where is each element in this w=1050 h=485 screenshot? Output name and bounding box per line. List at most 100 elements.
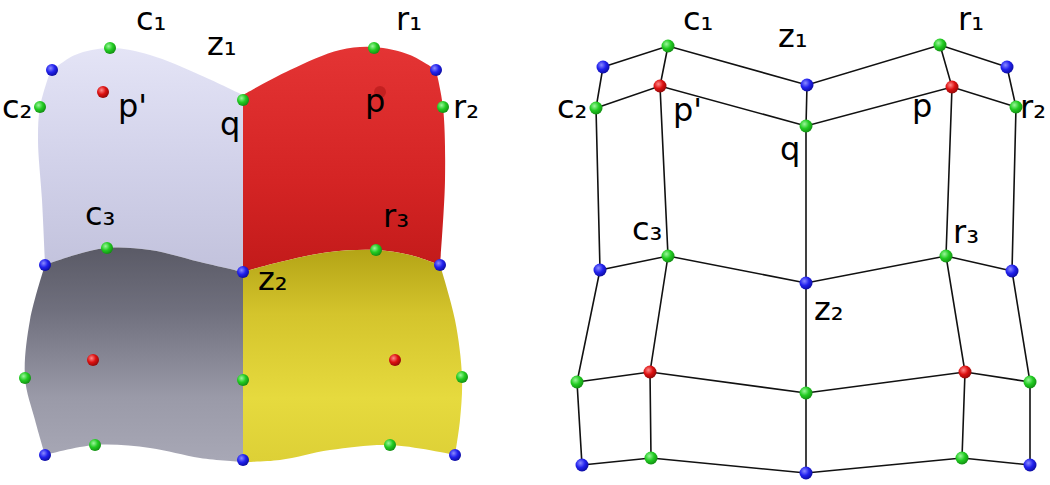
control-point bbox=[39, 449, 51, 461]
control-point bbox=[237, 454, 249, 466]
point-label: q bbox=[780, 133, 800, 165]
point-label-anchor: q bbox=[780, 133, 800, 165]
point-label: p bbox=[365, 85, 385, 117]
control-mesh bbox=[577, 45, 1030, 473]
control-point bbox=[801, 79, 814, 92]
control-point bbox=[644, 366, 657, 379]
point-label: q bbox=[220, 108, 240, 140]
point-label-anchor: p' bbox=[673, 94, 702, 126]
point-label-anchor: r₂ bbox=[1020, 91, 1046, 123]
control-point bbox=[237, 374, 249, 386]
control-point bbox=[590, 102, 603, 115]
point-label-anchor: c₃ bbox=[632, 213, 662, 245]
surface-patch bbox=[243, 250, 462, 462]
control-point bbox=[946, 81, 959, 94]
point-label: r₁ bbox=[396, 3, 422, 35]
control-point bbox=[576, 459, 589, 472]
control-point bbox=[1024, 459, 1037, 472]
point-label: c₁ bbox=[136, 3, 166, 35]
control-point bbox=[800, 120, 813, 133]
point-label-anchor: z₂ bbox=[814, 293, 844, 325]
point-label-anchor: c₂ bbox=[557, 91, 587, 123]
point-label-anchor: r₁ bbox=[958, 3, 984, 35]
control-point bbox=[370, 244, 382, 256]
point-label: z₂ bbox=[258, 263, 288, 295]
control-point bbox=[959, 366, 972, 379]
point-label-anchor: z₁ bbox=[207, 28, 237, 60]
point-label: r₂ bbox=[1020, 91, 1046, 123]
point-label-anchor: p bbox=[912, 90, 932, 122]
point-label: r₃ bbox=[953, 216, 979, 248]
control-point bbox=[1024, 376, 1037, 389]
control-point bbox=[800, 467, 813, 480]
control-point bbox=[237, 266, 249, 278]
control-point bbox=[654, 80, 667, 93]
control-point bbox=[1006, 265, 1019, 278]
control-point bbox=[956, 452, 969, 465]
point-label-anchor: p' bbox=[118, 90, 147, 122]
control-point bbox=[89, 439, 101, 451]
control-point bbox=[34, 101, 46, 113]
control-point bbox=[389, 354, 401, 366]
control-point bbox=[430, 64, 442, 76]
control-point bbox=[662, 250, 675, 263]
control-point bbox=[19, 372, 31, 384]
control-point bbox=[39, 259, 51, 271]
point-label-anchor: r₂ bbox=[453, 91, 479, 123]
control-point bbox=[800, 277, 813, 290]
control-point bbox=[87, 354, 99, 366]
point-label: c₃ bbox=[85, 198, 115, 230]
control-point bbox=[940, 250, 953, 263]
control-point bbox=[1001, 61, 1014, 74]
point-label-anchor: z₁ bbox=[778, 20, 808, 52]
control-points-3d bbox=[19, 42, 468, 466]
point-label: c₃ bbox=[632, 213, 662, 245]
point-label-anchor: q bbox=[220, 108, 240, 140]
surface-patch bbox=[243, 47, 445, 272]
point-label: p' bbox=[118, 90, 147, 122]
control-point bbox=[434, 259, 446, 271]
point-label: z₁ bbox=[207, 28, 237, 60]
point-label-anchor: c₁ bbox=[683, 3, 713, 35]
point-label: z₂ bbox=[814, 293, 844, 325]
control-point bbox=[101, 242, 113, 254]
control-point bbox=[97, 86, 109, 98]
point-label: p' bbox=[673, 94, 702, 126]
point-label-anchor: r₁ bbox=[396, 3, 422, 35]
control-point bbox=[594, 264, 607, 277]
control-point bbox=[800, 387, 813, 400]
control-point bbox=[437, 101, 449, 113]
point-label-anchor: p bbox=[365, 85, 385, 117]
surface-patches bbox=[25, 47, 462, 462]
point-label: z₁ bbox=[778, 20, 808, 52]
control-points-2d bbox=[571, 39, 1037, 480]
point-label: p bbox=[912, 90, 932, 122]
control-point bbox=[237, 94, 249, 106]
point-label-anchor: c₃ bbox=[85, 198, 115, 230]
control-point bbox=[662, 40, 675, 53]
point-label: r₃ bbox=[383, 200, 409, 232]
point-label: r₂ bbox=[453, 91, 479, 123]
point-label: c₂ bbox=[2, 91, 32, 123]
point-label-anchor: r₃ bbox=[383, 200, 409, 232]
point-label-anchor: r₃ bbox=[953, 216, 979, 248]
mesh-line bbox=[940, 45, 965, 458]
control-point bbox=[597, 61, 610, 74]
control-point bbox=[384, 439, 396, 451]
point-label: c₁ bbox=[683, 3, 713, 35]
control-point bbox=[46, 64, 58, 76]
control-point bbox=[456, 371, 468, 383]
control-point bbox=[449, 449, 461, 461]
control-point bbox=[104, 42, 116, 54]
control-point bbox=[368, 42, 380, 54]
surface-patch bbox=[25, 248, 243, 462]
point-label: r₁ bbox=[958, 3, 984, 35]
point-label-anchor: z₂ bbox=[258, 263, 288, 295]
point-label: c₂ bbox=[557, 91, 587, 123]
point-label-anchor: c₁ bbox=[136, 3, 166, 35]
point-label-anchor: c₂ bbox=[2, 91, 32, 123]
control-point bbox=[571, 376, 584, 389]
control-point bbox=[645, 452, 658, 465]
